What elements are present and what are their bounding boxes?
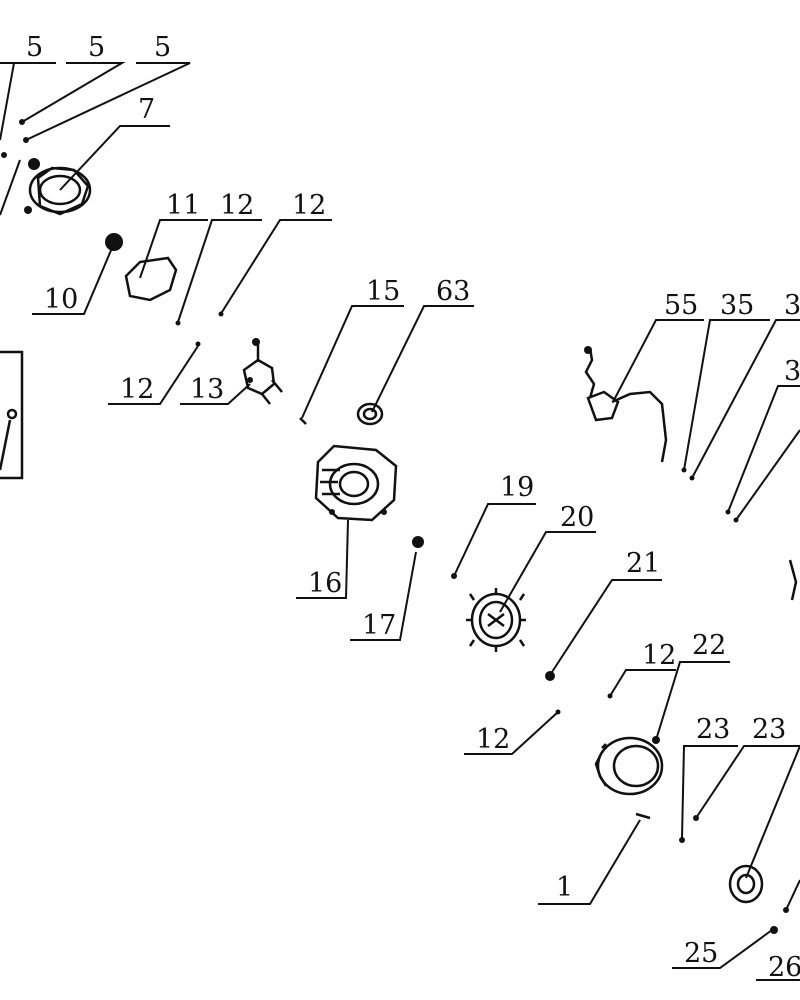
label-23a: 23	[696, 714, 730, 745]
label-26: 26	[768, 952, 800, 983]
label-15: 15	[366, 276, 400, 307]
part-20-gear	[466, 588, 526, 652]
label-12c: 12	[120, 374, 154, 405]
label-16: 16	[308, 568, 342, 599]
label-63: 63	[436, 276, 470, 307]
part-drawings	[0, 119, 798, 934]
label-1: 1	[556, 872, 573, 903]
part-55-wire	[584, 346, 668, 463]
label-12a: 12	[220, 190, 254, 221]
part-22-ring	[594, 736, 664, 796]
label-22: 22	[692, 630, 726, 661]
label-13: 13	[190, 374, 224, 405]
part-11-gasket	[124, 256, 178, 302]
label-7: 7	[138, 94, 155, 125]
left-detail-box	[0, 350, 24, 480]
label-21: 21	[626, 548, 660, 579]
label-5b: 5	[88, 32, 105, 63]
leader-lines	[0, 62, 800, 981]
part-7-housing	[24, 158, 92, 216]
label-3y: 3	[784, 356, 800, 387]
label-19: 19	[500, 472, 534, 503]
label-3x: 3	[784, 290, 800, 321]
part-63-ring	[356, 402, 384, 426]
label-23b: 23	[752, 714, 786, 745]
label-12b: 12	[292, 190, 326, 221]
callout-labels: 5 5 5 7 11 12 12 10 12 13 15 63 55 35 3 …	[26, 32, 800, 983]
label-5c: 5	[154, 32, 171, 63]
label-12e: 12	[476, 724, 510, 755]
label-12d: 12	[642, 640, 676, 671]
label-25: 25	[684, 938, 718, 969]
label-35: 35	[720, 290, 754, 321]
label-5a: 5	[26, 32, 43, 63]
label-10: 10	[44, 284, 78, 315]
label-20: 20	[560, 502, 594, 533]
part-10-ball	[105, 233, 123, 251]
label-11: 11	[166, 190, 200, 221]
label-55: 55	[664, 290, 698, 321]
part-24-disc	[728, 864, 764, 904]
part-13-valve	[242, 338, 283, 405]
part-16-cylinder	[314, 444, 398, 522]
label-17: 17	[362, 610, 396, 641]
